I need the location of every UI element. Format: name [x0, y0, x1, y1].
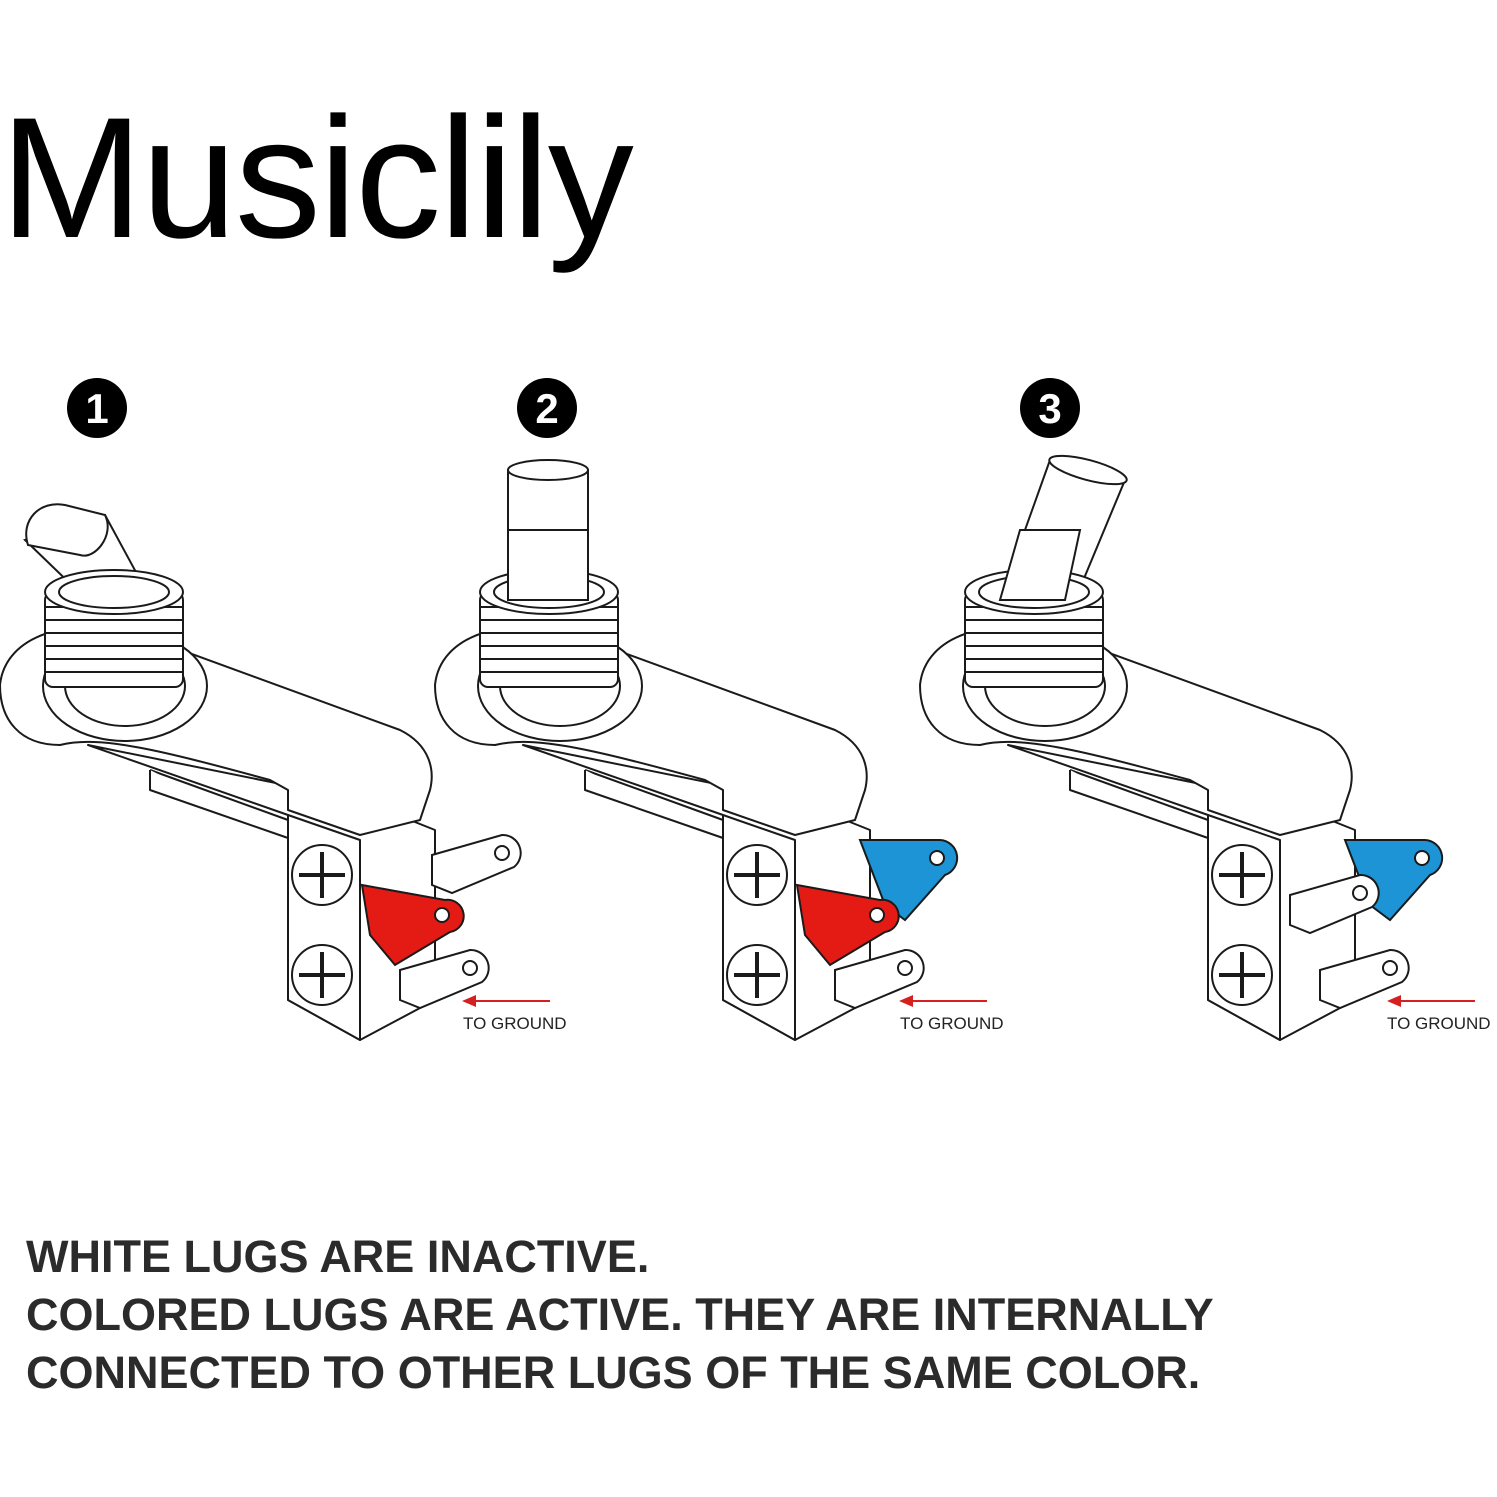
position-number: 3	[1038, 385, 1061, 432]
position-number-badge	[1020, 378, 1080, 438]
switch-position-2: 2 TO GROUND	[433, 378, 1004, 1042]
ground-label: TO GROUND	[900, 1014, 1004, 1033]
ground-arrow	[462, 995, 550, 1007]
brand-logo-text: Musiclily	[0, 82, 634, 274]
note-line-2: COLORED LUGS ARE ACTIVE. THEY ARE INTERN…	[26, 1289, 1214, 1340]
legend-notes: WHITE LUGS ARE INACTIVE. COLORED LUGS AR…	[26, 1228, 1214, 1402]
ground-arrow	[1387, 995, 1475, 1007]
position-number-badge	[517, 378, 577, 438]
ground-label: TO GROUND	[1387, 1014, 1491, 1033]
note-line-3: CONNECTED TO OTHER LUGS OF THE SAME COLO…	[26, 1347, 1201, 1398]
position-number: 2	[535, 385, 558, 432]
switch-positions-diagram: 1 TO GROUND 2	[0, 378, 1491, 1042]
note-line-1: WHITE LUGS ARE INACTIVE.	[26, 1231, 650, 1282]
position-number-badge	[67, 378, 127, 438]
position-number: 1	[85, 385, 108, 432]
lug-active-red	[795, 883, 900, 967]
lug-active-red	[360, 883, 465, 967]
lug-inactive	[431, 833, 522, 894]
switch-position-1: 1 TO GROUND	[0, 378, 567, 1042]
ground-arrow	[899, 995, 987, 1007]
ground-label: TO GROUND	[463, 1014, 567, 1033]
switch-position-3: 3 TO GROUND	[918, 378, 1491, 1042]
